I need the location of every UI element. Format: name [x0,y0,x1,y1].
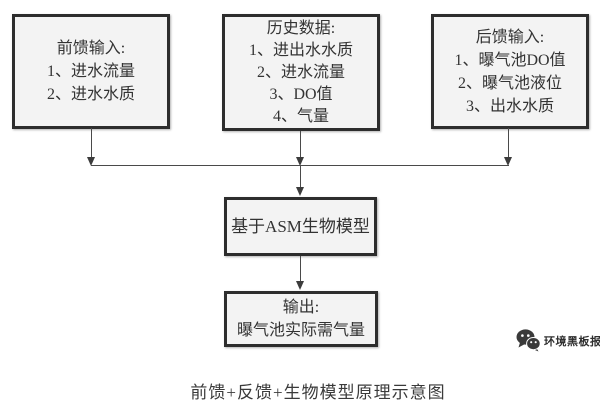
arrow-down-icon [87,157,95,166]
watermark-text: 环境黑板报 [544,335,600,348]
feedforward-item: 2、进水水质 [46,86,135,103]
arrow-down-icon [296,187,304,196]
connector-right-line [508,128,509,158]
output-box: 输出: 曝气池实际需气量 [224,291,378,347]
asm-model-label: 基于ASM生物模型 [231,217,370,236]
history-item: 2、进水流量 [256,63,345,81]
history-item: 1、进出水水质 [248,41,353,59]
history-title: 历史数据: [266,19,336,37]
collector-horizontal-line [91,165,509,166]
arrow-down-icon [504,157,512,166]
feedback-item: 3、出水水质 [465,97,554,115]
connector-to-output-line [300,256,301,282]
arrow-down-icon [296,157,304,166]
connector-middle-line [300,131,301,158]
feedback-title: 后馈输入: [475,28,545,46]
feedback-item: 2、曝气池液位 [457,74,562,92]
watermark: 环境黑板报 [516,329,600,352]
feedback-item: 1、曝气池DO值 [454,51,566,69]
arrow-down-icon [296,281,304,290]
connector-left-line [91,128,92,158]
feedback-input-box: 后馈输入: 1、曝气池DO值 2、曝气池液位 3、出水水质 [431,14,589,129]
connector-to-model-line [300,166,301,188]
output-value: 曝气池实际需气量 [236,322,365,339]
diagram-caption: 前馈+反馈+生物模型原理示意图 [190,383,446,402]
feedforward-input-box: 前馈输入: 1、进水流量 2、进水水质 [12,14,170,129]
history-item: 4、气量 [272,107,329,125]
historical-data-box: 历史数据: 1、进出水水质 2、进水流量 3、DO值 4、气量 [222,14,380,131]
feedforward-item: 1、进水流量 [46,63,135,80]
output-title: 输出: [282,299,320,316]
wechat-chat-bubbles-icon [516,329,541,352]
asm-bio-model-box: 基于ASM生物模型 [224,197,377,256]
history-item: 3、DO值 [269,85,333,103]
feedforward-title: 前馈输入: [56,40,126,57]
